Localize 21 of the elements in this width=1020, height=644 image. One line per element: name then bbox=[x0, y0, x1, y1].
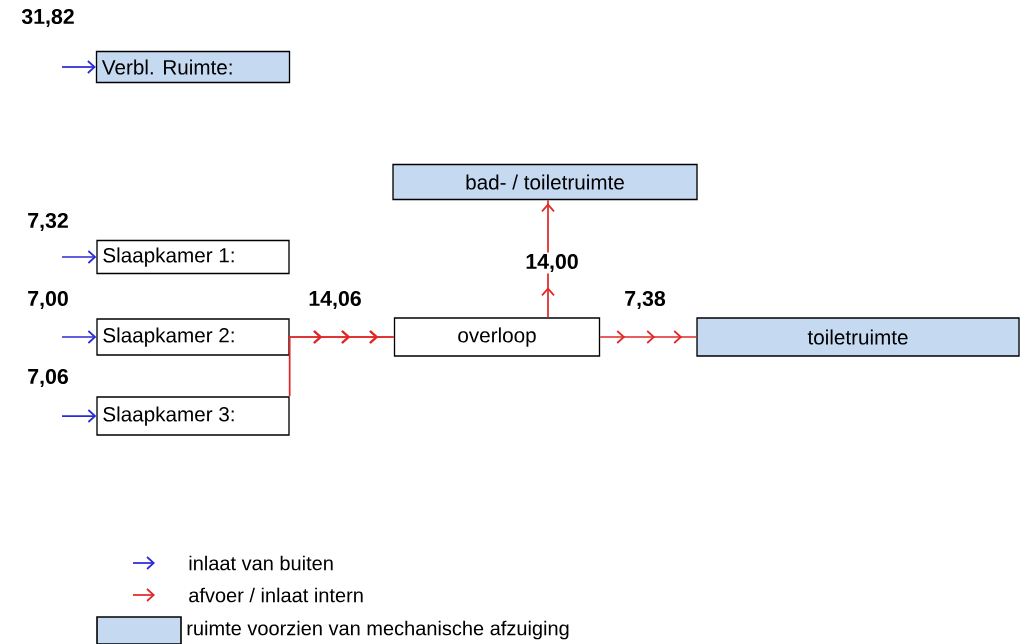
room-box: Verbl. Ruimte: bbox=[95, 50, 291, 84]
arrow bbox=[61, 60, 96, 74]
room-box: toiletruimte bbox=[696, 317, 1020, 357]
room-box: bad- / toiletruimte bbox=[392, 163, 698, 201]
legend-label: afvoer / inlaat intern bbox=[189, 587, 363, 603]
edge-label: 14,06 bbox=[307, 289, 364, 311]
arrow bbox=[61, 250, 97, 264]
room-box: Slaapkamer 1: bbox=[96, 239, 290, 275]
room-box: overloop bbox=[393, 317, 601, 357]
legend-label: inlaat van buiten bbox=[189, 555, 333, 571]
room-box: Slaapkamer 2: bbox=[96, 318, 290, 356]
arrow bbox=[61, 330, 97, 344]
edge-label: 7,06 bbox=[25, 367, 71, 389]
room-box: Slaapkamer 3: bbox=[96, 396, 290, 436]
edge-label: 7,38 bbox=[622, 289, 668, 311]
edge-label: 7,32 bbox=[25, 211, 71, 233]
legend-label: ruimte voorzien van mechanische afzuiging bbox=[187, 620, 569, 640]
edge-label: 14,00 bbox=[524, 252, 581, 274]
edge-label: 7,00 bbox=[25, 289, 71, 311]
edge-label: 31,82 bbox=[20, 7, 77, 29]
arrow bbox=[61, 409, 97, 423]
